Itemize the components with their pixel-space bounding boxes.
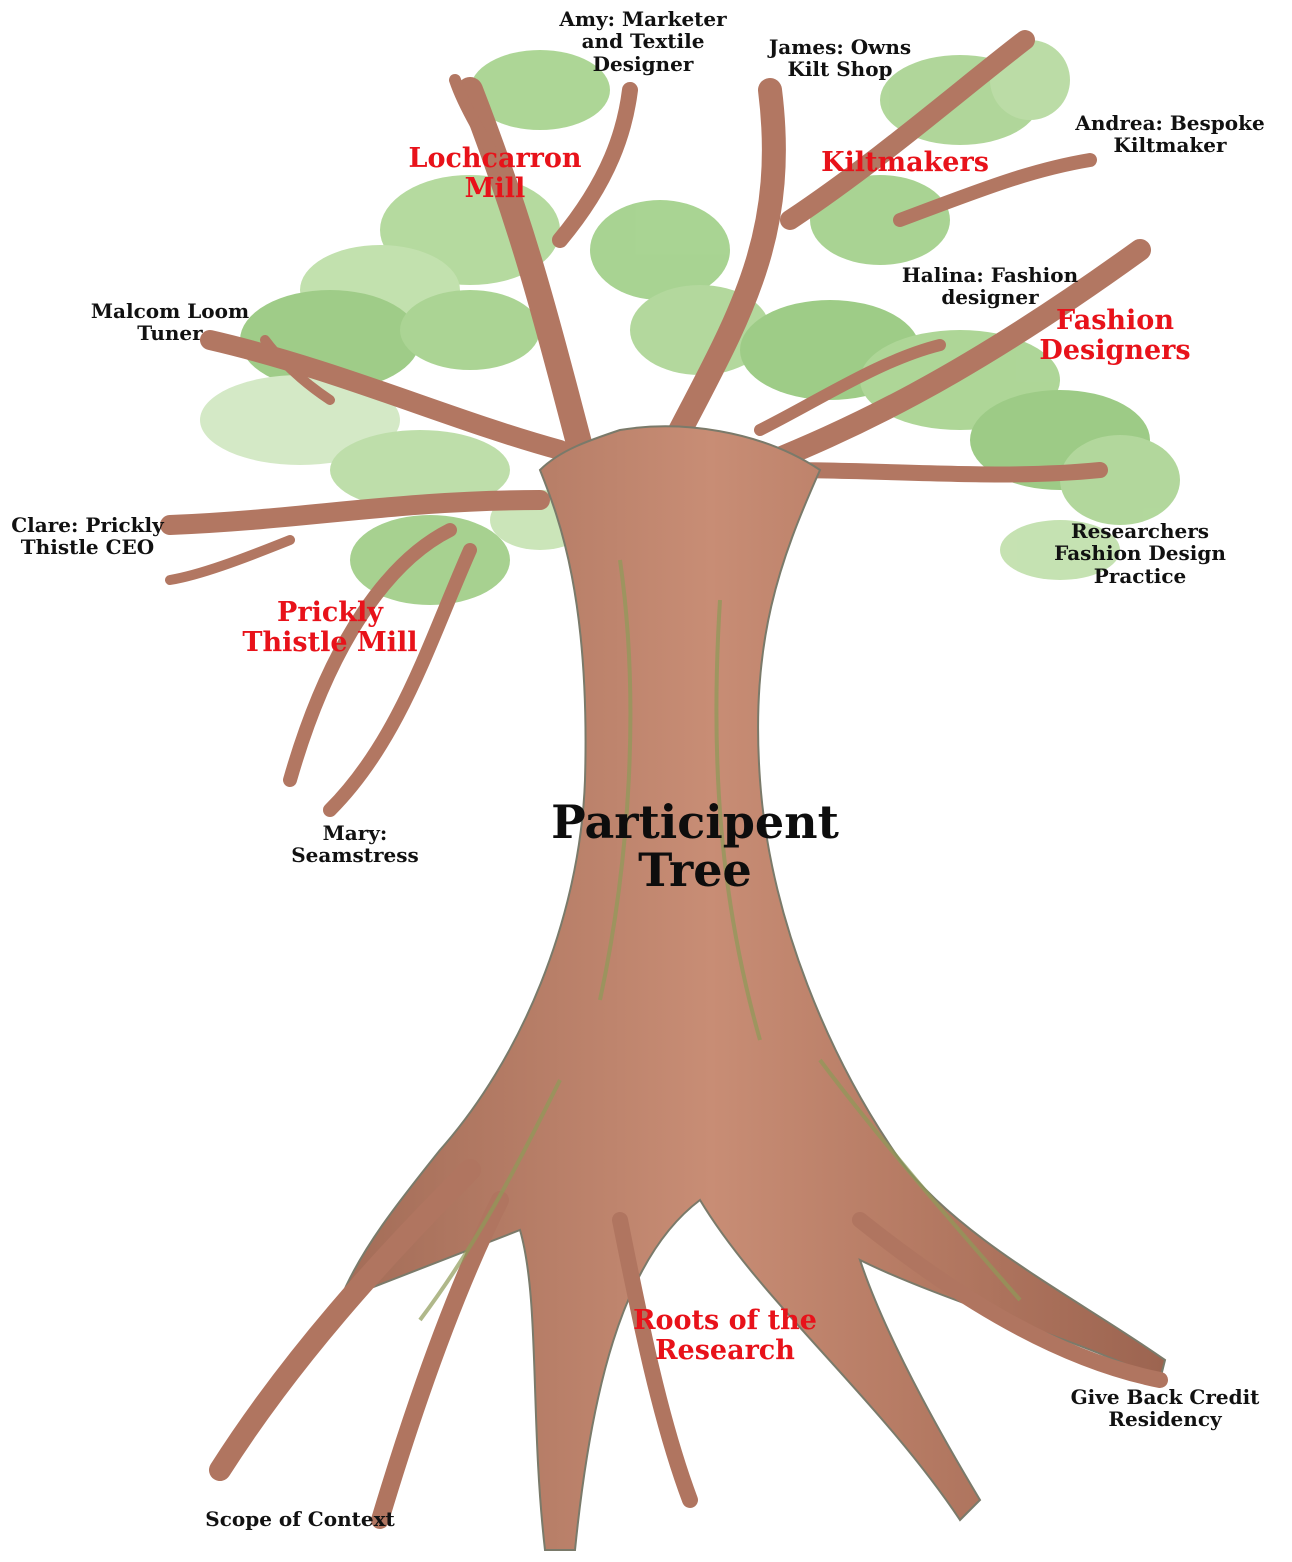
- participant-give-back: Give Back Credit Residency: [1040, 1386, 1290, 1431]
- participant-amy: Amy: Marketer and Textile Designer: [548, 8, 738, 75]
- participant-researchers: Researchers Fashion Design Practice: [1040, 520, 1240, 587]
- group-fashion-designers: Fashion Designers: [1020, 306, 1210, 366]
- participant-james: James: Owns Kilt Shop: [755, 36, 925, 81]
- participant-clare: Clare: Prickly Thistle CEO: [0, 514, 175, 559]
- participant-scope: Scope of Context: [180, 1508, 420, 1530]
- group-kiltmakers: Kiltmakers: [800, 148, 1010, 178]
- diagram-title: Participent Tree: [520, 798, 870, 895]
- group-lochcarron-mill: Lochcarron Mill: [390, 144, 600, 204]
- participant-halina: Halina: Fashion designer: [890, 264, 1090, 309]
- participant-mary: Mary: Seamstress: [280, 822, 430, 867]
- participant-andrea: Andrea: Bespoke Kiltmaker: [1070, 112, 1270, 157]
- participant-malcom: Malcom Loom Tuner: [75, 300, 265, 345]
- group-roots-of-research: Roots of the Research: [600, 1306, 850, 1366]
- group-prickly-thistle-mill: Prickly Thistle Mill: [215, 598, 445, 658]
